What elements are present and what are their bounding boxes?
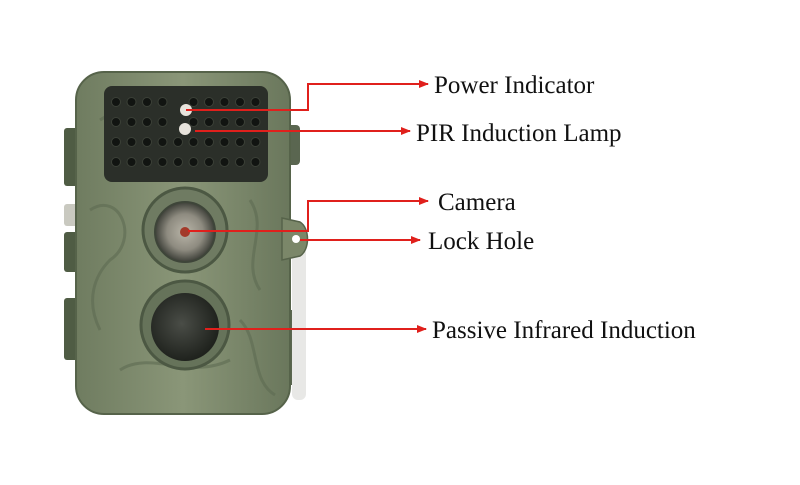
ir-led [126,97,137,107]
ir-led [157,97,168,107]
ir-led [219,137,230,147]
trail-camera-device [64,71,309,415]
ir-led [111,117,121,127]
camera-lens-center [180,227,190,237]
ir-led [157,117,168,127]
power-indicator-arrow [186,80,429,111]
label-passive-infrared-induction: Passive Infrared Induction [432,317,696,344]
ir-led [188,97,199,107]
ir-led [204,97,214,107]
lock-hole [292,235,300,243]
ir-led [219,157,230,167]
ir-led [173,157,183,167]
ir-led [126,157,137,167]
ir-led [111,97,121,107]
ir-led-grid [111,97,261,167]
ir-led [235,97,245,107]
left-side-latch-bottom [64,298,78,360]
ir-led [142,137,152,147]
label-pir-induction-lamp: PIR Induction Lamp [416,120,622,147]
ir-led [204,137,214,147]
left-side-latch-low [64,232,78,272]
ir-led [250,137,261,147]
ir-led [219,97,230,107]
ir-led [204,157,214,167]
right-shadow [292,240,306,400]
camera-arrow [188,197,429,232]
ir-led [142,157,152,167]
ir-led [235,157,245,167]
ir-led [126,117,137,127]
label-camera: Camera [438,189,516,216]
ir-led [250,157,261,167]
left-side-latch-mid [64,204,78,226]
pir-induction-lamp-light [179,123,191,135]
ir-led [219,117,230,127]
ir-led [235,137,245,147]
ir-led [188,157,199,167]
ir-led [250,97,261,107]
left-side-latch-top [64,128,78,186]
ir-led [188,117,199,127]
ir-led [235,117,245,127]
ir-led [142,117,152,127]
pir-sensor [151,293,219,361]
ir-led [142,97,152,107]
label-power-indicator: Power Indicator [434,72,595,99]
ir-led [188,137,199,147]
ir-led [157,157,168,167]
ir-led [111,137,121,147]
ir-led [111,157,121,167]
ir-led [250,117,261,127]
ir-led [204,117,214,127]
label-lock-hole: Lock Hole [428,228,534,255]
callout-arrows [186,80,429,333]
ir-led [126,137,137,147]
callout-labels: Power Indicator PIR Induction Lamp Camer… [416,72,696,344]
ir-led [157,137,168,147]
ir-led [173,137,183,147]
